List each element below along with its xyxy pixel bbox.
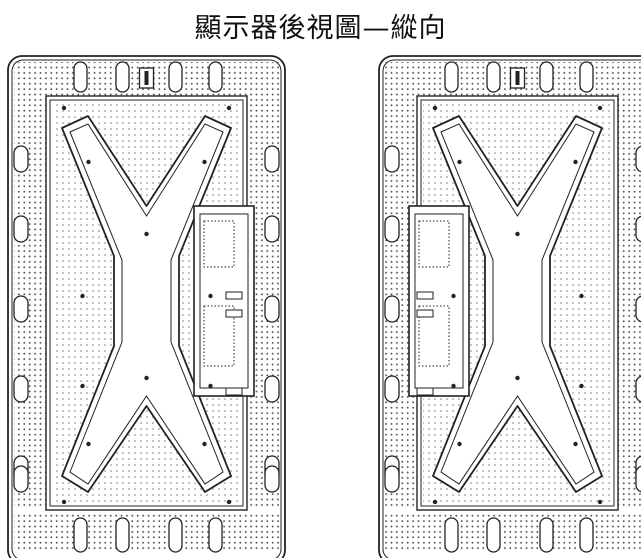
top-slot [115,61,130,93]
mounting-hole [597,105,603,111]
x-mount-bracket-inner [440,123,595,485]
top-slot [579,61,594,93]
mounting-hole [579,293,584,299]
bottom-slot [168,517,183,553]
mounting-hole [86,441,91,447]
mounting-hole [457,441,462,447]
bottom-vent-pattern [14,512,279,552]
bottom-slot [486,517,501,553]
mounting-hole [86,159,91,165]
monitor-outer-frame [7,55,286,558]
io-port-block [203,220,235,268]
io-panel-inner [414,213,464,389]
usb-port [225,387,243,396]
bottom-slot [208,517,223,553]
usb-port [416,291,434,300]
mounting-hole [61,499,67,505]
top-slot [539,61,554,93]
mounting-hole [144,375,149,381]
left-monitor-rear-view [7,55,286,558]
page-title: 顯示器後視圖—縱向 [194,13,447,44]
mounting-hole [451,383,456,389]
x-mount-bracket [61,115,232,493]
bottom-slot [579,517,594,553]
right-vent-pattern [618,98,641,508]
top-slot [73,61,88,93]
usb-port [416,309,434,318]
mounting-hole [80,293,85,299]
mounting-hole [208,383,213,389]
mounting-hole [61,105,67,111]
usb-port [225,309,243,318]
side-slot [635,465,641,493]
side-slot [13,145,29,173]
mounting-hole [432,499,438,505]
usb-port [416,387,434,396]
top-slot [208,61,223,93]
x-mount-bracket-inner [69,123,224,485]
mounting-hole [80,383,85,389]
bottom-slot [444,517,459,553]
side-slot [264,295,280,323]
side-slot [384,295,400,323]
frame-inner-edge [11,59,282,558]
side-slot [384,375,400,403]
mounting-hole [202,441,207,447]
monitor-outer-frame [378,55,641,558]
mounting-hole [597,499,603,505]
side-slot [635,375,641,403]
mounting-hole [144,231,149,237]
side-slot [635,295,641,323]
mounting-hole [432,105,438,111]
right-monitor-rear-view [378,55,641,558]
io-panel [193,205,255,397]
side-slot [264,375,280,403]
side-slot [264,465,280,493]
side-slot [13,215,29,243]
top-slot [444,61,459,93]
side-slot [13,295,29,323]
mounting-hole [573,441,578,447]
usb-port [225,291,243,300]
io-panel-inner [199,213,249,389]
top-connector-pin [144,71,149,85]
bottom-slot [73,517,88,553]
top-slot [168,61,183,93]
side-slot [384,145,400,173]
top-slot [486,61,501,93]
top-connector-pin [515,71,520,85]
mounting-hole [451,293,456,299]
bottom-vent-pattern [385,512,641,552]
side-slot [635,215,641,243]
io-port-block [418,305,450,367]
side-slot [13,375,29,403]
io-port-block [418,220,450,268]
io-port-block [203,305,235,367]
side-slot [635,145,641,173]
frame-inner-edge [382,59,641,558]
mounting-hole [515,231,520,237]
mounting-hole [573,159,578,165]
io-panel [408,205,470,397]
side-slot [384,465,400,493]
mounting-hole [208,293,213,299]
side-slot [264,145,280,173]
mounting-hole [202,159,207,165]
mounting-hole [226,499,232,505]
bottom-slot [539,517,554,553]
side-slot [384,215,400,243]
side-slot [264,215,280,243]
mounting-hole [226,105,232,111]
mounting-hole [515,375,520,381]
mounting-hole [457,159,462,165]
side-slot [13,465,29,493]
bottom-slot [115,517,130,553]
mounting-hole [579,383,584,389]
